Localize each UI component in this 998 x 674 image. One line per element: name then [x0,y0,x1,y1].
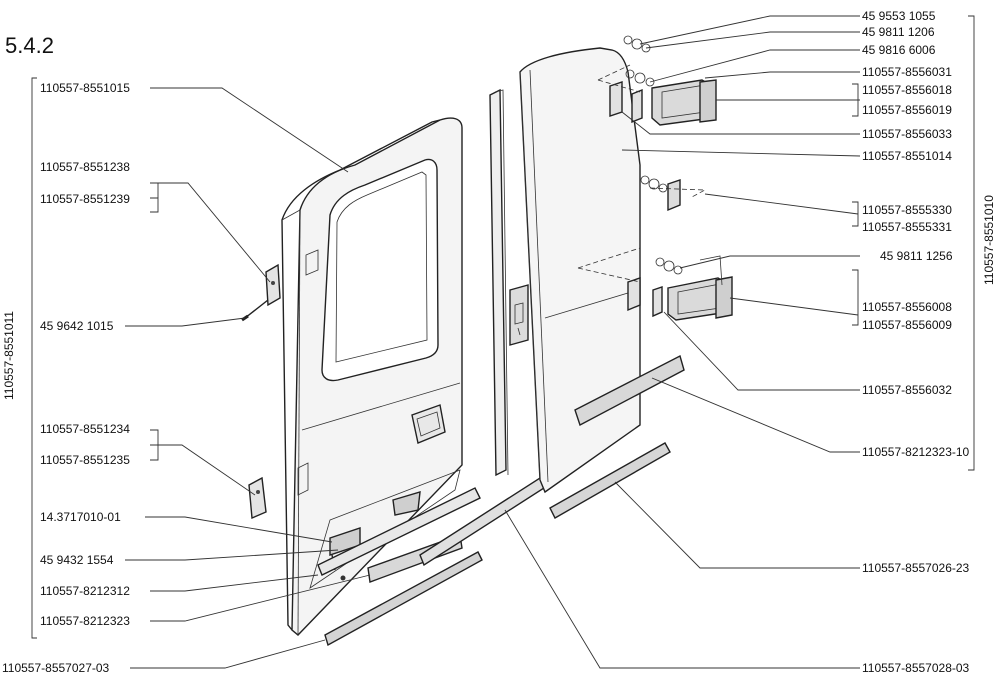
label-110557-8556018: 110557-8556018 [862,83,952,97]
label-45-9432-1554: 45 9432 1554 [40,553,114,567]
label-45-9811-1206: 45 9811 1206 [862,25,935,39]
left-lower-bracket [248,476,267,520]
label-110557-8557028-03: 110557-8557028-03 [862,661,970,674]
label-110557-8556033: 110557-8556033 [862,127,952,141]
right-mid-bracket [640,175,681,212]
label-110557-8557026-23: 110557-8557026-23 [862,561,970,575]
label-45-9811-1256: 45 9811 1256 [880,249,953,263]
right-lower-hinge [627,255,733,321]
label-110557-8212323-10: 110557-8212323-10 [862,445,970,459]
label-110557-8212312: 110557-8212312 [40,584,130,598]
right-door-panel [509,47,641,494]
label-110557-8551235: 110557-8551235 [40,453,130,467]
label-45-9553-1055: 45 9553 1055 [862,9,936,23]
leader-lines [31,15,975,669]
right-top-washers [623,35,655,87]
label-14-3717010-01: 14.3717010-01 [40,510,121,524]
section-number: 5.4.2 [5,33,54,58]
right-upper-hinge [609,79,717,126]
left-assembly-label: 110557-8551011 [2,311,16,400]
left-strip-8212312 [317,487,481,576]
label-110557-8551015: 110557-8551015 [40,81,130,95]
label-110557-8551239: 110557-8551239 [40,192,130,206]
label-110557-8212323: 110557-8212323 [40,614,130,628]
label-110557-8555331: 110557-8555331 [862,220,952,234]
label-110557-8551234: 110557-8551234 [40,422,130,436]
right-strip-8212323-10 [574,354,685,427]
construction-lines [577,64,707,283]
left-hinge-bracket [241,263,281,322]
right-assembly-label: 110557-8551010 [982,195,996,285]
center-seal-strip [489,88,509,477]
label-110557-8556019: 110557-8556019 [862,103,952,117]
label-110557-8551238: 110557-8551238 [40,160,130,174]
label-45-9642-1015: 45 9642 1015 [40,319,114,333]
label-110557-8555330: 110557-8555330 [862,203,952,217]
label-110557-8556032: 110557-8556032 [862,383,952,397]
label-45-9816-6006: 45 9816 6006 [862,43,936,57]
left-seal-8557027 [324,551,483,647]
label-110557-8556031: 110557-8556031 [862,65,952,79]
label-110557-8556009: 110557-8556009 [862,318,952,332]
center-seal-8557028 [419,476,545,567]
right-seal-8557026 [549,442,671,519]
label-110557-8556008: 110557-8556008 [862,300,952,314]
left-door-panel [281,117,463,636]
label-110557-8557027-03: 110557-8557027-03 [2,661,110,674]
label-110557-8551014: 110557-8551014 [862,149,952,163]
